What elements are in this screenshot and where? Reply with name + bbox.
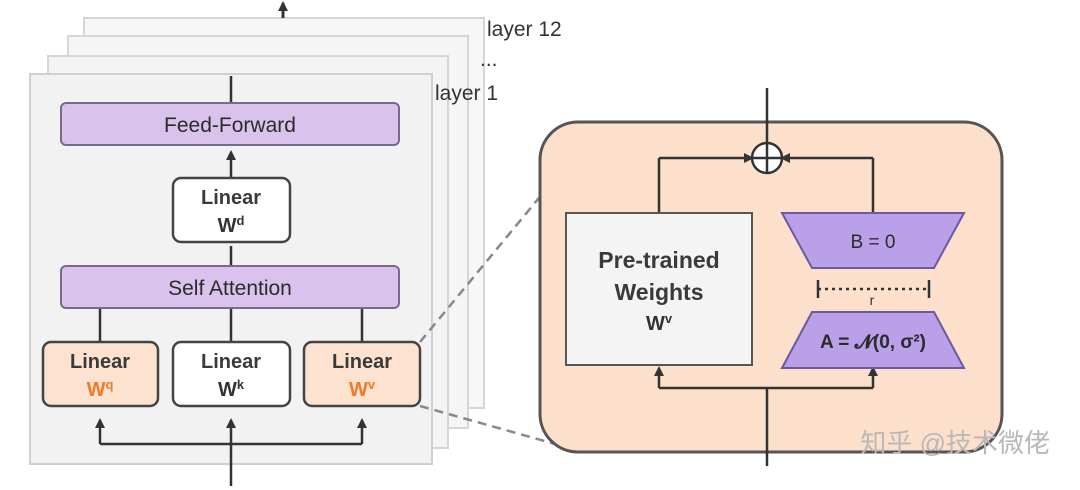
lora-connectors: [654, 88, 878, 466]
feed-forward-label: Feed-Forward: [164, 114, 296, 137]
linear-wv-title: Linear: [332, 351, 392, 373]
sum-node-icon: [750, 141, 784, 175]
layer-1-label: layer 1: [435, 82, 498, 105]
watermark: 知乎 @技术微佬: [860, 428, 1050, 458]
linear-wd-block: Linear Wd: [171, 176, 292, 244]
feed-forward-block: Feed-Forward: [60, 102, 400, 146]
a-matrix-block: A = 𝓝(0, σ²): [780, 311, 966, 369]
linear-wk-symbol: Wk: [218, 377, 245, 402]
b-matrix-label: B = 0: [851, 232, 896, 253]
pretrained-weights-block: Pre-trained Weights Wv: [565, 212, 753, 366]
linear-wv-symbol: Wv: [349, 377, 376, 402]
layer-ellipsis: ...: [480, 48, 498, 71]
linear-wd-symbol: Wd: [218, 213, 245, 238]
rank-indicator: [816, 280, 931, 298]
self-attention-block: Self Attention: [60, 265, 400, 309]
linear-wk-block: Linear Wk: [171, 340, 292, 408]
linear-wk-title: Linear: [201, 351, 261, 373]
linear-wq-symbol: Wq: [87, 377, 114, 402]
b-matrix-block: B = 0: [780, 212, 966, 269]
self-attention-label: Self Attention: [168, 277, 292, 300]
linear-wv-block: Linear Wv: [302, 340, 422, 408]
a-matrix-label: A = 𝓝(0, σ²): [820, 332, 926, 353]
linear-wd-title: Linear: [201, 187, 261, 209]
layer-12-label: layer 12: [487, 18, 562, 41]
transformer-connectors: [95, 76, 367, 486]
linear-wq-block: Linear Wq: [41, 340, 160, 408]
rank-label: r: [870, 292, 875, 308]
pretrained-line2: Weights: [614, 279, 703, 305]
pretrained-symbol: Wv: [646, 311, 673, 336]
linear-wq-title: Linear: [70, 351, 130, 373]
pretrained-line1: Pre-trained: [598, 247, 719, 273]
zoom-lines: [419, 186, 574, 451]
